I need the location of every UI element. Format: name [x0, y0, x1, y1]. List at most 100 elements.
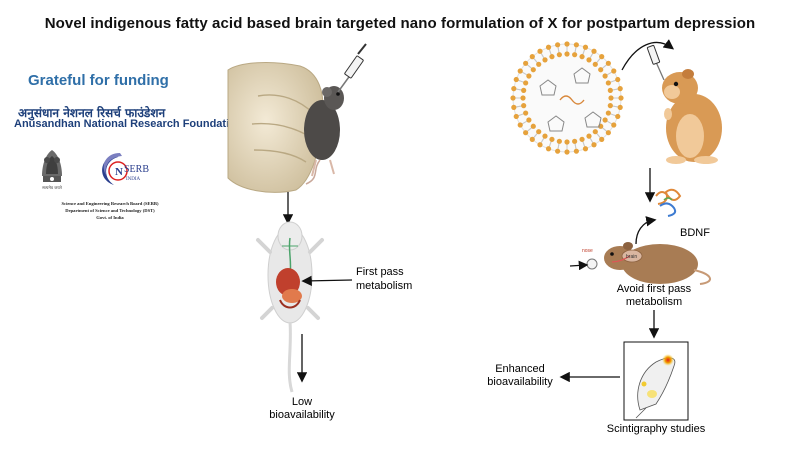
arrow-to-hamster — [621, 39, 675, 71]
lipid-head — [582, 44, 589, 50]
first-pass-label-line2: metabolism — [356, 280, 412, 292]
lipid-head — [523, 80, 529, 86]
lipid-head — [564, 41, 570, 47]
arrow-to-nose — [569, 260, 589, 271]
lipid-head — [513, 76, 519, 83]
lipid-head — [599, 54, 605, 60]
funding-heading: Grateful for funding — [28, 72, 169, 89]
lipid-head — [545, 44, 552, 50]
serb-logo-sub: INDIA — [126, 177, 141, 182]
lipid-head — [617, 104, 623, 110]
serb-line: Science and Engineering Research Board (… — [61, 201, 159, 206]
lipid-head — [529, 136, 535, 142]
lipid-head — [517, 122, 523, 128]
lipid-head — [611, 68, 617, 74]
lipid-head — [564, 51, 570, 57]
first-pass-label: First pass — [356, 266, 404, 278]
lipid-head — [549, 54, 555, 60]
nanoparticle-illustration — [510, 41, 624, 155]
lipid-head — [615, 113, 621, 120]
lipid-head — [510, 95, 516, 101]
lipid-head — [549, 136, 555, 142]
bdnf-protein-icon — [655, 188, 682, 217]
scintigraphy-label: Scintigraphy studies — [607, 423, 706, 435]
lipid-head — [586, 133, 592, 139]
lipid-head — [555, 148, 561, 154]
lipid-head — [564, 149, 570, 155]
rat-brain-illustration — [604, 242, 711, 285]
lipid-head — [572, 138, 578, 144]
lipid-head — [536, 129, 542, 135]
lipid-head — [611, 122, 617, 128]
lipid-head — [605, 130, 611, 136]
lipid-head — [579, 54, 585, 60]
lipid-head — [537, 48, 543, 54]
lipid-head — [591, 48, 597, 54]
lipid-head — [530, 123, 536, 129]
lipid-head — [598, 67, 604, 73]
lipid-head — [572, 52, 578, 58]
lipid-head — [586, 57, 592, 63]
lipid-head — [591, 142, 597, 148]
nose-label: nose — [582, 248, 593, 254]
lipid-head — [573, 42, 579, 48]
serb-line: Department of Science and Technology (DS… — [65, 208, 155, 213]
lipid-head — [605, 80, 611, 86]
low-bioavailability-label-line2: bioavailability — [269, 409, 335, 421]
lipid-head — [592, 129, 598, 135]
brain-label: brain — [626, 254, 637, 260]
serb-logo: N SERB INDIA — [102, 153, 149, 185]
lipid-head — [599, 136, 605, 142]
lipid-head — [520, 95, 526, 101]
lipid-head — [607, 103, 613, 109]
lipid-head — [537, 142, 543, 148]
lipid-head — [615, 76, 621, 83]
enhanced-bioavailability-label-line2: bioavailability — [487, 376, 553, 388]
lipid-head — [579, 136, 585, 142]
lipid-head — [617, 86, 623, 92]
lipid-head — [607, 87, 613, 93]
lipid-head — [526, 117, 532, 123]
lipid-head — [517, 68, 523, 74]
lipid-head — [529, 54, 535, 60]
enhanced-bioavailability-label: Enhanced — [495, 363, 545, 375]
lipid-head — [602, 73, 608, 79]
lipid-head — [511, 86, 517, 92]
national-emblem-icon: सत्यमेव जयते — [42, 150, 63, 190]
gavage-hand-illustration — [227, 62, 344, 193]
bdnf-label: BDNF — [680, 227, 710, 239]
lipid-head — [542, 57, 548, 63]
lipid-head — [605, 60, 611, 66]
avoid-first-pass-label-line2: metabolism — [626, 296, 682, 308]
emblem-caption: सत्यमेव जयते — [42, 185, 62, 190]
arrow-first-pass — [301, 275, 353, 287]
lipid-head — [564, 139, 570, 145]
serb-line: Govt. of India — [96, 215, 124, 220]
lipid-head — [605, 110, 611, 116]
lipid-head — [573, 148, 579, 154]
lipid-head — [523, 110, 529, 116]
lipid-head — [523, 130, 529, 136]
lipid-head — [545, 146, 552, 152]
lipid-head — [618, 95, 624, 101]
lipid-head — [556, 138, 562, 144]
hamster-illustration — [662, 69, 722, 164]
lipid-head — [592, 61, 598, 67]
mouse-body — [304, 100, 340, 160]
page-title: Novel indigenous fatty acid based brain … — [44, 15, 756, 32]
rat-anatomy-illustration — [256, 221, 324, 393]
lipid-head — [556, 52, 562, 58]
lipid-head — [602, 117, 608, 123]
scintigraphy-image — [623, 341, 689, 421]
lipid-head — [521, 103, 527, 109]
lipid-head — [582, 146, 589, 152]
lipid-head — [530, 67, 536, 73]
anrf-english-name: Anusandhan National Research Foundation — [14, 118, 243, 130]
arrow-to-bdnf — [635, 216, 657, 245]
low-bioavailability-label: Low — [292, 396, 312, 408]
lipid-head — [513, 113, 519, 120]
lipid-head — [511, 104, 517, 110]
lipid-head — [536, 61, 542, 67]
intranasal-syringe-icon — [646, 44, 665, 81]
gavage-syringe-icon — [337, 43, 367, 93]
